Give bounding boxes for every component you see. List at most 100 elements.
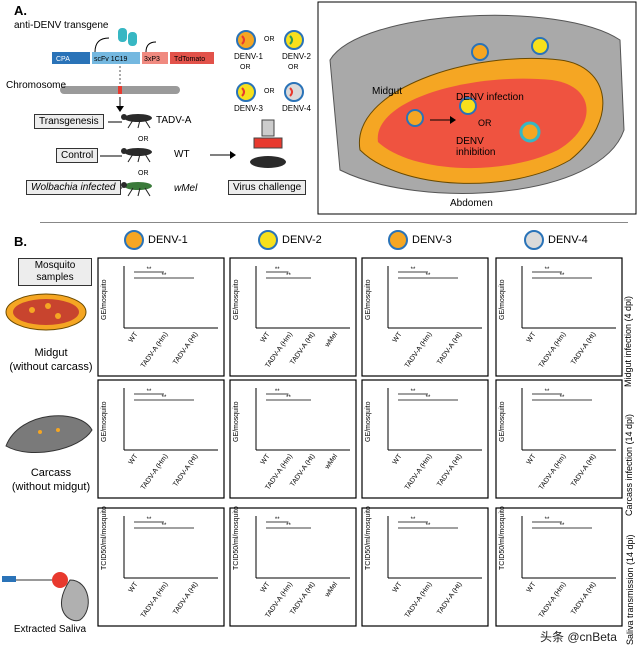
mosquito-icon-wmel [121,182,152,197]
significance-mark: ** [411,517,416,523]
significance-mark: ** [545,267,550,273]
significance-mark: ** [545,517,550,523]
y-axis-label: TCID50/ml/mosquito [499,506,506,570]
construct-tdtomato: TdTomato [174,56,205,63]
panel-frame [229,507,357,627]
significance-mark: ** [545,389,550,395]
or-label-virus-3: OR [288,64,299,71]
tissue-midgut: Midgut(without carcass) [9,347,93,373]
significance-mark: ** [286,523,291,529]
y-axis-label: TCID50/ml/mosquito [101,506,108,570]
significance-mark: ** [286,273,291,279]
or-label-virus-1: OR [264,36,275,43]
significance-mark: ** [286,395,291,401]
denv3-label: DENV-3 [234,104,263,113]
col-header-denv2: DENV-2 [258,230,322,250]
significance-mark: ** [162,395,167,401]
denv2-icon [258,230,278,250]
denv3-icon [388,230,408,250]
mosquito-icon-wt [121,148,152,163]
abdomen-label: Abdomen [450,198,493,209]
strain-tadva: TADV-A [156,115,192,126]
significance-mark: ** [275,267,280,273]
wolbachia-box: Wolbachia infected [26,180,121,195]
membrane-feeder-icon [250,119,286,168]
significance-mark: ** [275,517,280,523]
or-label-midgut: OR [478,118,492,128]
col-header-denv4: DENV-4 [524,230,588,250]
construct-cpa: CPA [56,56,70,63]
denv-virus-icons [236,30,304,102]
denv4-icon [524,230,544,250]
antibody-icon [118,28,137,46]
transgene-label: anti-DENV transgene [14,20,109,31]
tissue-saliva: Extracted Saliva [13,624,87,635]
significance-mark: ** [426,395,431,401]
y-axis-label: GE/mosquito [499,279,506,320]
y-axis-label: GE/mosquito [101,401,108,442]
y-axis-label: GE/mosquito [499,401,506,442]
significance-mark: ** [275,389,280,395]
significance-mark: ** [147,267,152,273]
chromosome-label: Chromosome [6,80,67,91]
midgut-schematic [317,1,637,215]
strain-wmel: wMel [174,183,198,194]
significance-mark: ** [426,523,431,529]
or-label-virus-4: OR [264,88,275,95]
significance-mark: ** [426,273,431,279]
denv-inhibition-label: DENV inhibition [456,136,496,158]
transgene-construct [52,37,214,64]
col-header-denv1: DENV-1 [124,230,188,250]
tissue-carcass: Carcass(without midgut) [11,467,91,493]
mosquito-samples-box: Mosquito samples [18,258,92,286]
significance-mark: ** [411,389,416,395]
denv4-label: DENV-4 [282,104,311,113]
significance-mark: ** [162,273,167,279]
significance-mark: ** [411,267,416,273]
significance-mark: ** [560,523,565,529]
y-axis-label: TCID50/ml/mosquito [365,506,372,570]
virus-challenge-box: Virus challenge [228,180,307,195]
y-axis-label: TCID50/ml/mosquito [233,506,240,570]
midgut-label: Midgut [372,86,403,97]
construct-3xp3: 3xP3 [144,56,160,63]
or-label-2: OR [138,170,149,177]
y-axis-label: GE/mosquito [233,279,240,320]
y-axis-label: GE/mosquito [233,401,240,442]
y-axis-label: GE/mosquito [101,279,108,320]
significance-mark: ** [560,395,565,401]
panel-b-letter: B. [14,234,27,249]
significance-mark: ** [162,523,167,529]
significance-mark: ** [147,389,152,395]
control-box: Control [56,148,99,163]
y-axis-label: GE/mosquito [365,279,372,320]
col-header-denv3: DENV-3 [388,230,452,250]
or-label-1: OR [138,136,149,143]
panel-a-diagram: CPA scFv 1C19 3xP3 TdTomato [52,1,637,215]
denv-infection-label: DENV infection [456,92,524,103]
section-divider [40,222,628,223]
denv1-icon [124,230,144,250]
significance-mark: ** [560,273,565,279]
construct-scfv: scFv 1C19 [94,56,128,63]
tissue-icons [2,293,93,622]
denv1-label: DENV-1 [234,52,263,61]
or-label-virus-2: OR [240,64,251,71]
watermark: 头条 @cnBeta [540,630,617,644]
panel-a-letter: A. [14,3,27,18]
y-axis-label: GE/mosquito [365,401,372,442]
significance-mark: ** [147,517,152,523]
